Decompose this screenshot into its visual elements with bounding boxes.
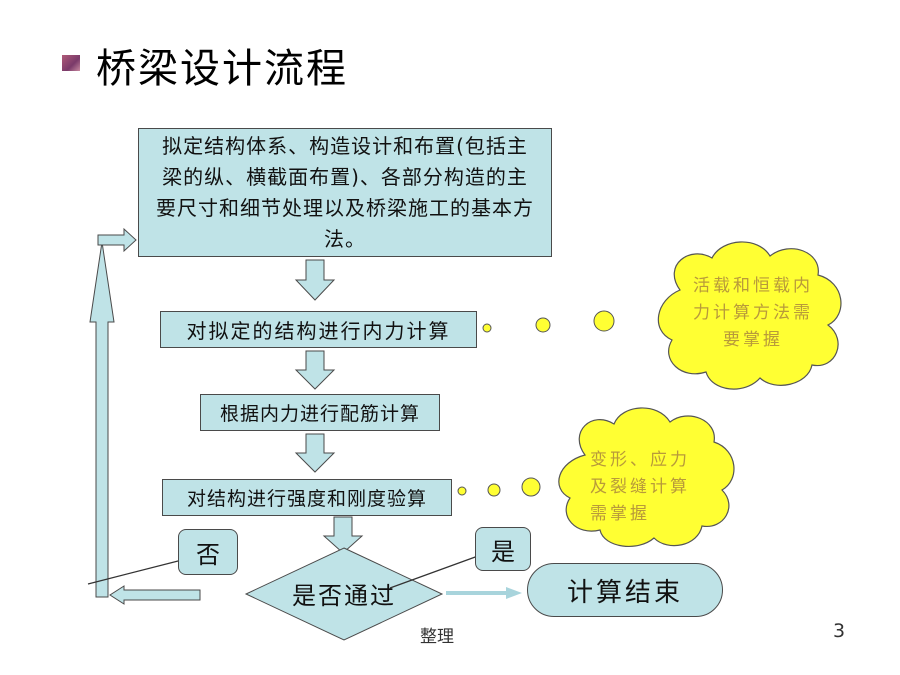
arrow-right-icon [97, 227, 137, 253]
yes-callout-line [389, 555, 479, 589]
yes-callout: 是 [475, 527, 531, 571]
connector-dot [535, 317, 551, 333]
arrow-down-icon [294, 433, 336, 473]
arrow-down-icon [294, 259, 336, 301]
arrow-left-icon [109, 585, 201, 605]
connector-dot [487, 483, 501, 497]
arrow-up-icon [89, 241, 115, 598]
no-callout: 否 [178, 529, 238, 575]
connector-dot [521, 477, 541, 497]
connector-dot [457, 486, 467, 496]
step-reinforcement: 根据内力进行配筋计算 [200, 394, 440, 431]
title-bullet-icon [62, 55, 80, 71]
note-cloud-1 [657, 241, 842, 390]
arrow-down-icon [294, 350, 336, 390]
page-title: 桥梁设计流程 [96, 46, 348, 92]
no-callout-line [87, 559, 183, 585]
decision-diamond [244, 547, 444, 641]
page-number: 3 [833, 620, 846, 642]
note-cloud-2 [558, 407, 735, 547]
footer-text: 整理 [420, 627, 454, 647]
step-design-scheme: 拟定结构体系、构造设计和布置(包括主梁的纵、横截面布置)、各部分构造的主要尺寸和… [138, 128, 552, 257]
decision-label: 是否通过 [292, 581, 396, 610]
end-terminal: 计算结束 [527, 563, 723, 617]
cloud-note-text-1: 活载和恒载内力计算方法需要掌握 [693, 276, 813, 350]
step-strength-check: 对结构进行强度和刚度验算 [162, 479, 452, 516]
connector-dot [593, 310, 615, 332]
step-internal-force: 对拟定的结构进行内力计算 [160, 311, 477, 348]
arrow-down-icon [322, 516, 364, 554]
cloud-note-text-2: 变形、应力及裂缝计算需掌握 [590, 450, 690, 524]
connector-dot [482, 323, 492, 333]
arrow-right-icon [506, 587, 522, 599]
